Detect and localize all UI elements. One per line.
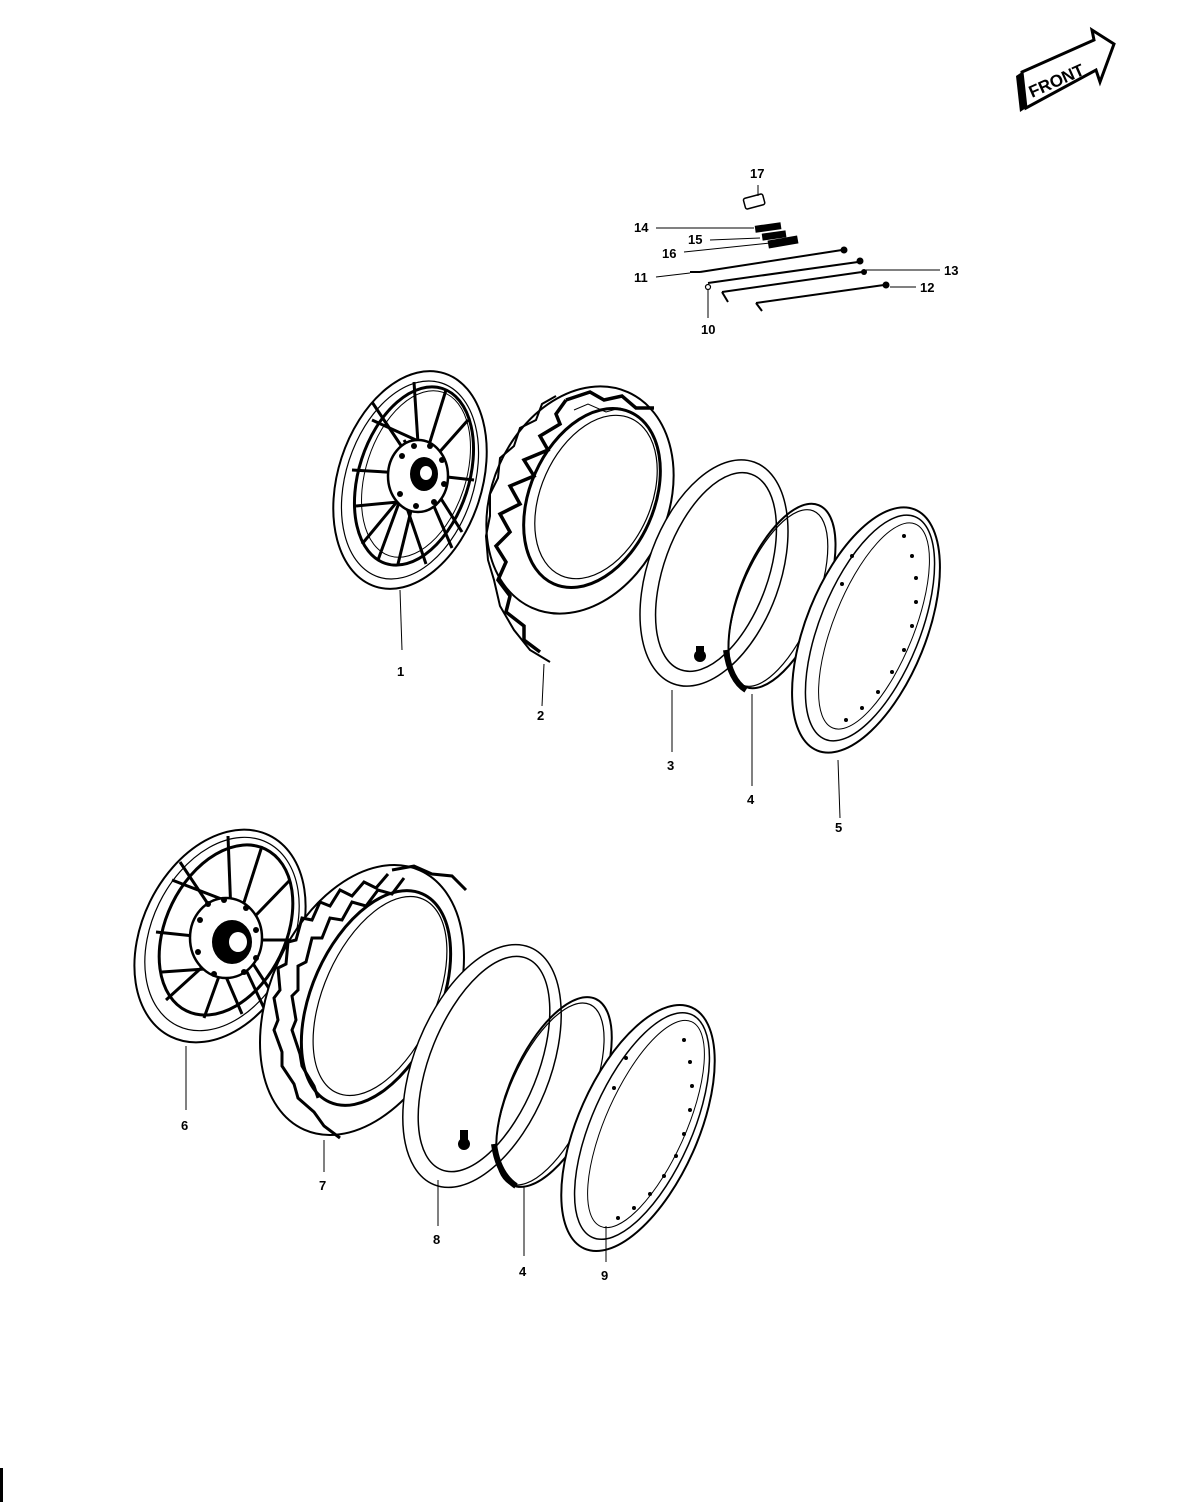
front-tire xyxy=(484,385,675,707)
callout-12: 12 xyxy=(920,280,934,295)
edge-mark xyxy=(0,1468,3,1502)
callout-4-front: 4 xyxy=(747,792,755,807)
leader-lines-top xyxy=(655,227,940,318)
callout-9: 9 xyxy=(601,1268,608,1283)
rear-wheel-assembly xyxy=(133,828,307,1110)
callout-1: 1 xyxy=(397,664,404,679)
callout-4-rear: 4 xyxy=(519,1264,527,1279)
callout-3: 3 xyxy=(667,758,674,773)
rear-rim xyxy=(560,1003,716,1262)
spoke-set-illustration xyxy=(690,185,890,312)
callout-10: 10 xyxy=(701,322,715,337)
callout-6: 6 xyxy=(181,1118,188,1133)
front-inner-tube xyxy=(639,459,789,752)
callout-7: 7 xyxy=(319,1178,326,1193)
callout-17: 17 xyxy=(750,166,764,181)
callout-16: 16 xyxy=(662,246,676,261)
callout-15: 15 xyxy=(688,232,702,247)
callout-labels: 1 2 3 4 5 6 7 8 4 9 10 11 12 13 14 15 16… xyxy=(181,166,958,1283)
front-rim xyxy=(791,506,941,819)
callout-8: 8 xyxy=(433,1232,440,1247)
callout-5: 5 xyxy=(835,820,842,835)
callout-13: 13 xyxy=(944,263,958,278)
callout-2: 2 xyxy=(537,708,544,723)
callout-11: 11 xyxy=(634,270,648,285)
callout-14: 14 xyxy=(634,220,649,235)
front-wheel-assembly xyxy=(332,370,488,651)
front-arrow-icon: FRONT xyxy=(1016,26,1116,112)
rear-inner-tube xyxy=(402,943,562,1226)
